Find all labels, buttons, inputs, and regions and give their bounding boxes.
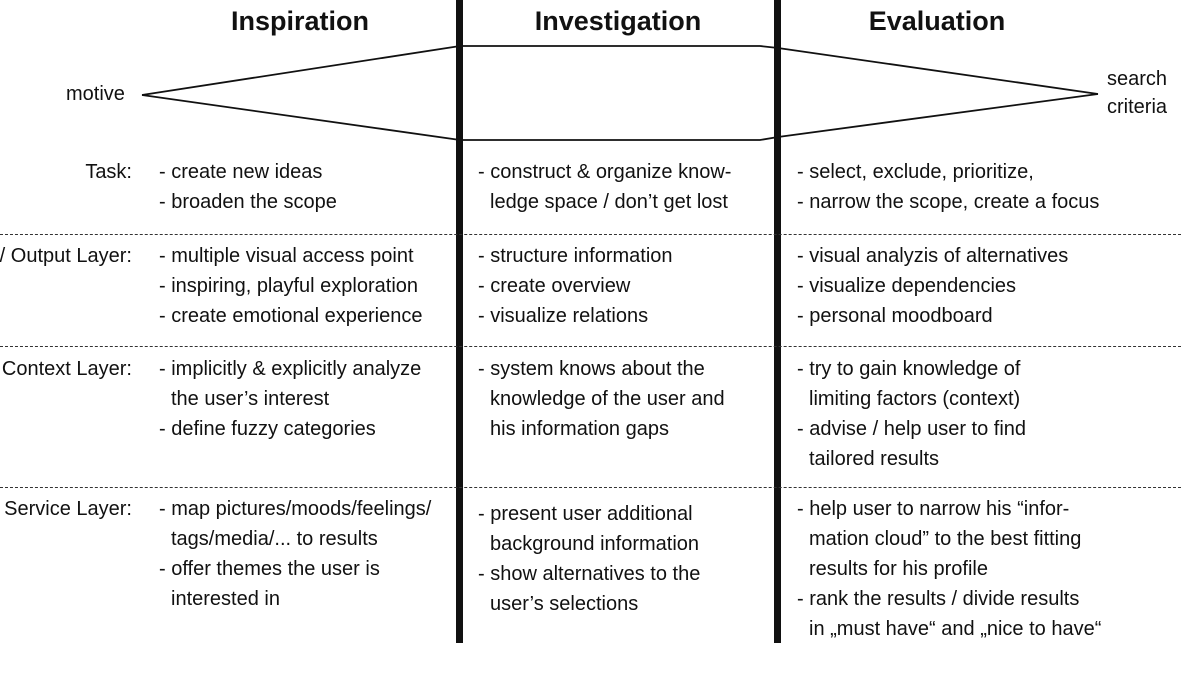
cell-line: mation cloud” to the best fitting bbox=[809, 528, 1082, 550]
row-label-line: Layer: bbox=[76, 498, 132, 520]
row-label-line: Layer: bbox=[76, 358, 132, 380]
cell-line: - visualize relations bbox=[478, 305, 649, 327]
divider-inspiration-investigation bbox=[456, 0, 463, 643]
context-investigation-cell: - system knows about the knowledge of th… bbox=[478, 354, 725, 444]
cell-line: - visualize dependencies bbox=[797, 275, 1017, 297]
cell-line: - advise / help user to find bbox=[797, 418, 1027, 440]
cell-line: his information gaps bbox=[490, 418, 669, 440]
cell-line: - offer themes the user is bbox=[159, 558, 380, 580]
column-title-investigation: Investigation bbox=[534, 6, 702, 36]
cell-line: user’s selections bbox=[490, 593, 639, 615]
cell-line: - rank the results / divide results bbox=[797, 588, 1080, 610]
column-title-evaluation: Evaluation bbox=[868, 6, 1006, 36]
webservice-inspiration-cell: - map pictures/moods/feelings/ tags/medi… bbox=[159, 494, 431, 614]
cell-line: in „must have“ and „nice to have“ bbox=[809, 618, 1102, 640]
webservice-investigation-cell: - present user additional background inf… bbox=[478, 499, 700, 619]
funnel-end-label: search criteria bbox=[1107, 65, 1167, 121]
cell-line: knowledge of the user and bbox=[490, 388, 725, 410]
row-divider-1 bbox=[0, 234, 1181, 235]
cell-line: tags/media/... to results bbox=[171, 528, 378, 550]
cell-line: - structure information bbox=[478, 245, 673, 267]
cell-line: ledge space / don’t get lost bbox=[490, 191, 728, 213]
cell-line: - try to gain knowledge of bbox=[797, 358, 1021, 380]
divider-investigation-evaluation bbox=[774, 0, 781, 643]
row-label-line: Input/ Output bbox=[0, 245, 71, 267]
cell-line: limiting factors (context) bbox=[809, 388, 1021, 410]
cell-line: - multiple visual access point bbox=[159, 245, 414, 267]
row-label-web-service-layer: Web Service Layer: bbox=[0, 494, 132, 524]
cell-line: interested in bbox=[171, 588, 280, 610]
cell-line: - narrow the scope, create a focus bbox=[797, 191, 1100, 213]
column-title-inspiration: Inspiration bbox=[230, 6, 369, 36]
row-divider-3 bbox=[0, 487, 1181, 488]
funnel-end-label-line-2: criteria bbox=[1107, 96, 1168, 118]
task-inspiration-cell: - create new ideas - broaden the scope bbox=[159, 157, 337, 217]
cell-line: - create new ideas bbox=[159, 161, 323, 183]
cell-line: - visual analyzis of alternatives bbox=[797, 245, 1069, 267]
cell-line: results for his profile bbox=[809, 558, 988, 580]
cell-line: background information bbox=[490, 533, 700, 555]
cell-line: - present user additional bbox=[478, 503, 693, 525]
context-inspiration-cell: - implicitly & explicitly analyze the us… bbox=[159, 354, 421, 444]
context-evaluation-cell: - try to gain knowledge of limiting fact… bbox=[797, 354, 1026, 474]
cell-line: - system knows about the bbox=[478, 358, 705, 380]
cell-line: - personal moodboard bbox=[797, 305, 993, 327]
cell-line: - show alternatives to the bbox=[478, 563, 701, 585]
funnel-outline-top bbox=[141, 45, 1099, 96]
webservice-evaluation-cell: - help user to narrow his “infor- mation… bbox=[797, 494, 1101, 644]
cell-line: - create overview bbox=[478, 275, 631, 297]
cell-line: - define fuzzy categories bbox=[159, 418, 376, 440]
row-label-line: Web Service bbox=[0, 498, 71, 520]
cell-line: - implicitly & explicitly analyze bbox=[159, 358, 422, 380]
funnel-end-label-line-1: search bbox=[1107, 68, 1168, 90]
cell-line: - create emotional experience bbox=[159, 305, 423, 327]
row-label-task: Task: bbox=[85, 157, 132, 187]
io-evaluation-cell: - visual analyzis of alternatives - visu… bbox=[797, 241, 1068, 331]
cell-line: - construct & organize know- bbox=[478, 161, 732, 183]
io-inspiration-cell: - multiple visual access point - inspiri… bbox=[159, 241, 422, 331]
row-label-context-layer: Context Layer: bbox=[2, 354, 132, 384]
funnel-shape bbox=[141, 45, 1099, 141]
cell-line: tailored results bbox=[809, 448, 940, 470]
cell-line: the user’s interest bbox=[171, 388, 330, 410]
row-label-line: Task: bbox=[85, 161, 132, 183]
task-investigation-cell: - construct & organize know- ledge space… bbox=[478, 157, 731, 217]
row-label-input-output-layer: Input/ Output Layer: bbox=[0, 241, 132, 271]
task-evaluation-cell: - select, exclude, prioritize, - narrow … bbox=[797, 157, 1099, 217]
cell-line: - help user to narrow his “infor- bbox=[797, 498, 1070, 520]
cell-line: - broaden the scope bbox=[159, 191, 337, 213]
row-divider-2 bbox=[0, 346, 1181, 347]
cell-line: - select, exclude, prioritize, bbox=[797, 161, 1034, 183]
cell-line: - map pictures/moods/feelings/ bbox=[159, 498, 432, 520]
row-label-line: Layer: bbox=[76, 245, 132, 267]
funnel-start-label: motive bbox=[66, 83, 125, 105]
funnel-outline-bottom bbox=[141, 93, 1099, 141]
row-label-line: Context bbox=[1, 358, 71, 380]
cell-line: - inspiring, playful exploration bbox=[159, 275, 419, 297]
io-investigation-cell: - structure information - create overvie… bbox=[478, 241, 673, 331]
